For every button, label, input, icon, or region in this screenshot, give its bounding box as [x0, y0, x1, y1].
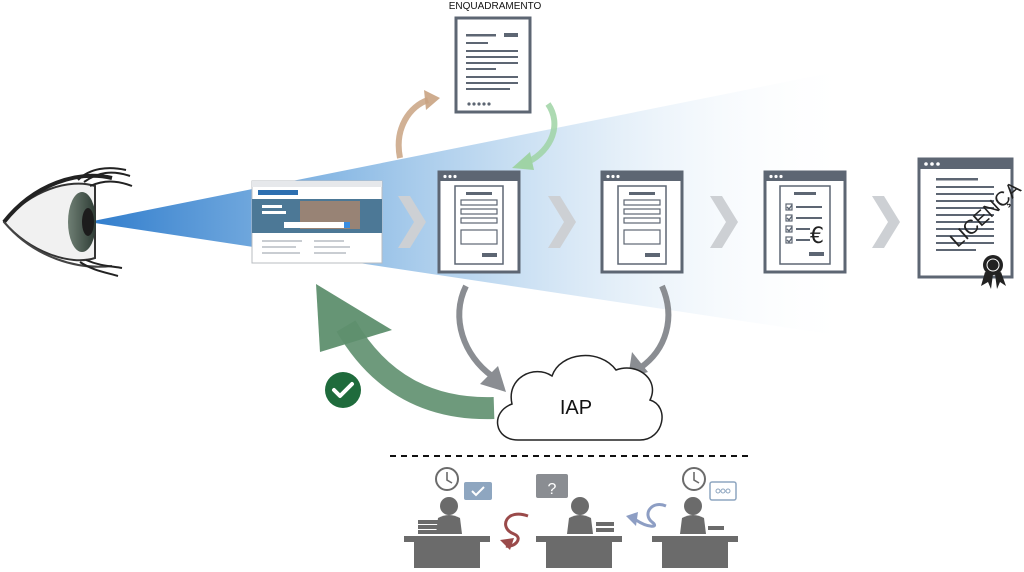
- arrow-to-iap: [456, 284, 672, 379]
- license-document-icon: LICENÇA: [917, 157, 1024, 289]
- handoff-arrow: [500, 512, 529, 550]
- iap-label: IAP: [560, 397, 592, 419]
- iap-cloud: [496, 354, 663, 441]
- question-mark: ?: [548, 481, 557, 498]
- form-window-icon: [600, 170, 684, 274]
- arrow-to-enquadramento: [395, 90, 440, 159]
- form-window-icon: [437, 170, 521, 274]
- eye-icon: [2, 167, 133, 277]
- arrow-from-enquadramento: [512, 102, 558, 170]
- enquadramento-document-icon: [454, 16, 532, 114]
- check-icon: [325, 372, 361, 408]
- chevron-right-icon: [398, 196, 900, 248]
- arrow-to-iap: [480, 366, 506, 392]
- euro-symbol: €: [810, 224, 824, 249]
- enquadramento-label: ENQUADRAMENTO: [449, 1, 542, 12]
- worker-desk: [652, 467, 738, 568]
- seal-icon: [981, 255, 1006, 289]
- feedback-arrow: [316, 284, 495, 420]
- handoff-arrow: [626, 503, 667, 528]
- clock-icon: [682, 467, 706, 491]
- checklist-window-icon: €: [763, 170, 847, 274]
- website-screenshot: [251, 180, 383, 264]
- worker-desk: ?: [536, 474, 622, 568]
- clock-icon: [435, 467, 459, 491]
- worker-desk: [404, 467, 492, 568]
